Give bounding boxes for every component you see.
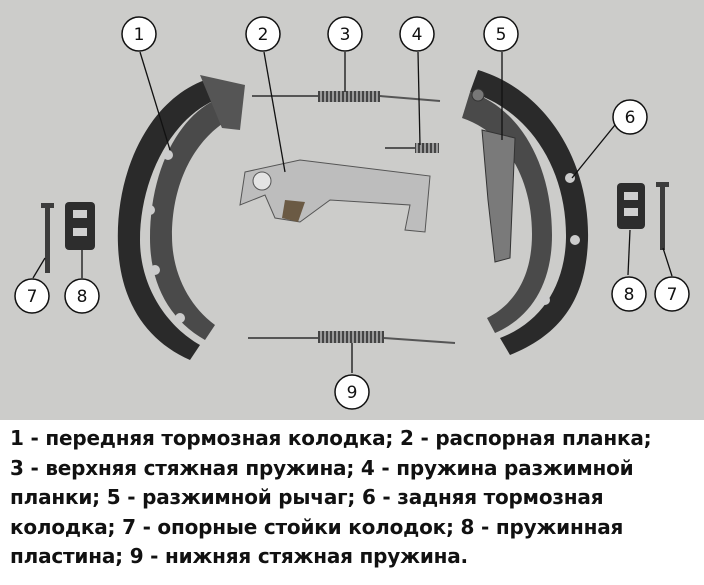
callout-label: 3	[340, 25, 351, 45]
callout-5: 5	[483, 16, 519, 52]
support-pin-right	[656, 182, 669, 250]
callout-label: 1	[134, 25, 145, 45]
front-brake-shoe	[117, 75, 245, 360]
upper-return-spring	[252, 91, 441, 102]
legend-caption: 1 - передняя тормозная колодка; 2 - расп…	[10, 424, 700, 572]
caption-line: планки; 5 - разжимной рычаг; 6 - задняя …	[10, 485, 604, 509]
callout-8-right: 8	[611, 276, 647, 312]
callout-9: 9	[334, 374, 370, 410]
strut-spring	[385, 143, 439, 153]
callout-4: 4	[399, 16, 435, 52]
callout-2: 2	[245, 16, 281, 52]
brake-parts-illustration: 1 2 3 4 5 6 7 8 9 7 8	[14, 16, 690, 410]
lower-return-spring	[248, 331, 456, 344]
callout-label: 6	[625, 108, 636, 128]
caption-line: колодка; 7 - опорные стойки колодок; 8 -…	[10, 514, 624, 539]
callout-8-left: 8	[64, 278, 100, 314]
support-pin-left	[41, 203, 54, 273]
callout-7-left: 7	[14, 278, 50, 314]
callout-label: 9	[347, 383, 358, 403]
spring-plate-right	[617, 183, 645, 229]
callout-label: 7	[667, 285, 678, 305]
leader-lines	[32, 51, 673, 373]
callout-6: 6	[612, 99, 648, 135]
caption-line: 1 - передняя тормозная колодка; 2 - расп…	[10, 426, 652, 450]
brake-parts-photo: 1 2 3 4 5 6 7 8 9 7 8	[0, 0, 704, 420]
callout-label: 8	[624, 285, 635, 305]
callout-7-right: 7	[654, 276, 690, 312]
spring-plate-left	[65, 202, 95, 250]
expander-lever	[471, 88, 516, 263]
caption-line: 3 - верхняя стяжная пружина; 4 - пружина…	[10, 455, 634, 480]
callout-1: 1	[121, 16, 157, 52]
callout-label: 2	[258, 25, 269, 45]
callout-label: 7	[27, 287, 38, 307]
callout-label: 8	[77, 287, 88, 307]
callout-label: 5	[496, 25, 507, 45]
strut-bar	[239, 159, 431, 233]
callout-label: 4	[412, 25, 423, 45]
callout-3: 3	[327, 16, 363, 52]
caption-line: пластина; 9 - нижняя стяжная пружина.	[10, 544, 468, 568]
rear-brake-shoe	[462, 70, 589, 355]
